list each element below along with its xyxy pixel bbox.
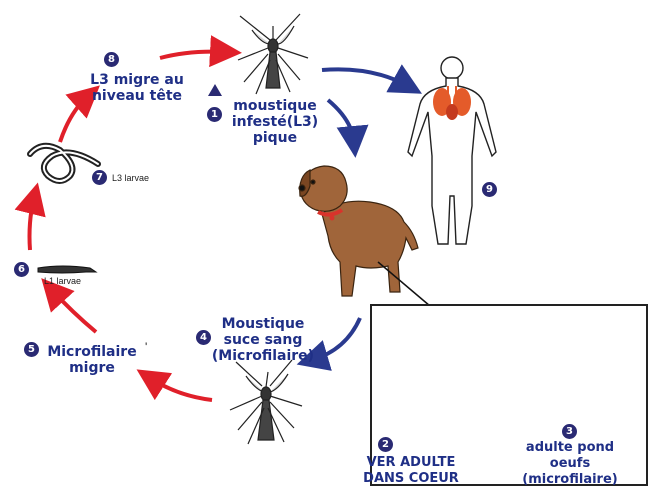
step-label-2: VER ADULTE DANS COEUR [356, 455, 466, 487]
mosquito-icon [238, 14, 308, 94]
larva-icon [38, 266, 96, 273]
arrow-5-to-6 [52, 290, 96, 332]
arrow-mosquito-to-human [322, 69, 408, 86]
step-badge-3: 3 [562, 424, 577, 439]
step-label-6: L1 larvae [44, 276, 81, 286]
step-label-3: adulte pond oeufs (microfilaire) [506, 440, 634, 488]
arrow-4-to-5 [150, 378, 212, 400]
arrow-mosquito-to-dog [328, 100, 354, 142]
mosquito-icon [230, 360, 302, 444]
step-badge-1: 1 [207, 107, 222, 122]
worm-icon [30, 146, 98, 181]
step-badge-6: 6 [14, 262, 29, 277]
stray-mark: ' [145, 340, 147, 354]
step-badge-5: 5 [24, 342, 39, 357]
dog-icon [299, 166, 418, 296]
step-badge-2: 2 [378, 437, 393, 452]
step-badge-8: 8 [104, 52, 119, 67]
step-label-4: Moustique suce sang (Microfilaire) [200, 316, 326, 364]
warning-icon [208, 84, 222, 96]
step-label-1: moustique infesté(L3) pique [222, 98, 328, 146]
human-icon [408, 57, 496, 244]
step-badge-7: 7 [92, 170, 107, 185]
arrow-8-to-1 [160, 52, 226, 58]
arrow-6-to-7 [30, 198, 35, 250]
step-label-7: L3 larvae [112, 173, 149, 183]
step-label-5: Microfilaire migre [40, 344, 144, 376]
step-label-8: L3 migre au niveau tête [78, 72, 196, 104]
connector-line [378, 262, 430, 306]
step-badge-9: 9 [482, 182, 497, 197]
